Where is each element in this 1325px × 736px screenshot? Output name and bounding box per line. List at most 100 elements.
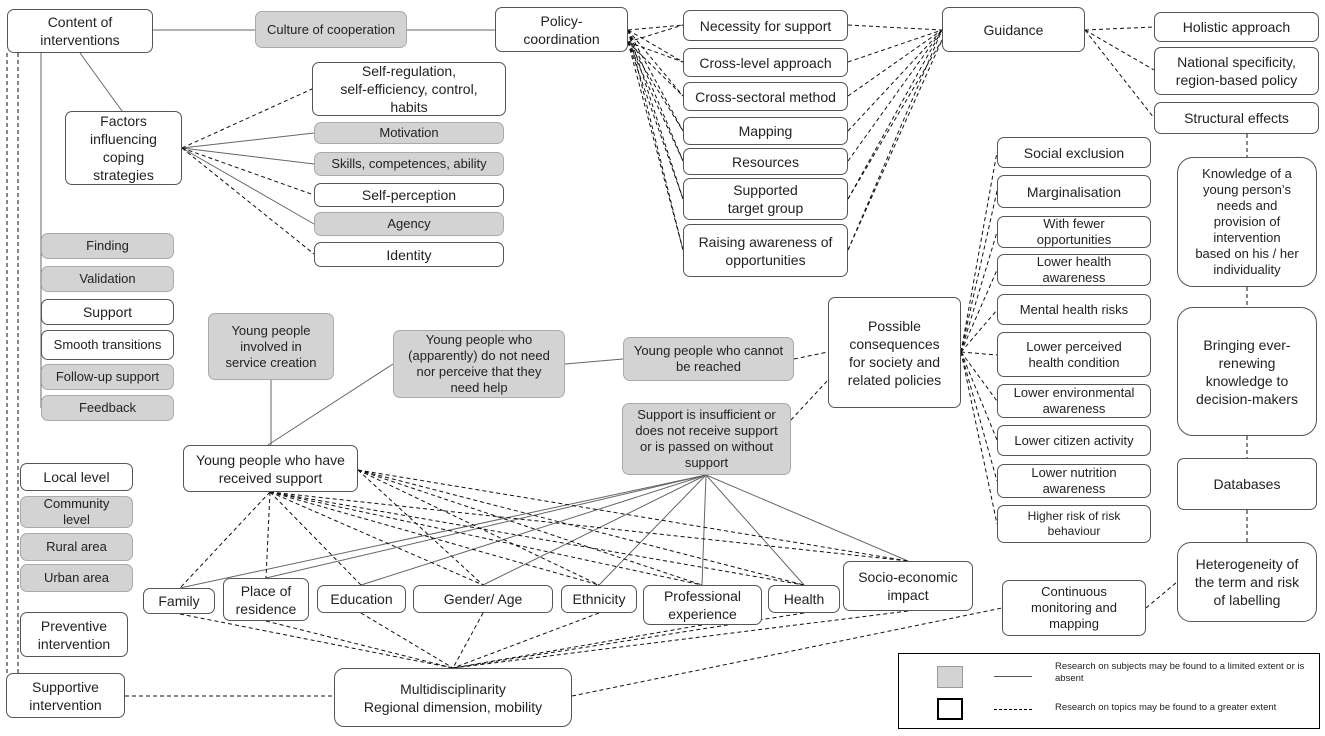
dashed-connector [627,41,684,251]
node-identity: Identity [314,242,504,267]
node-young-people-received: Young people who have received support [183,445,358,492]
node-continuous-monitoring: Continuous monitoring and mapping [1002,580,1146,636]
legend-dashed-text: Research on topics may be found to a gre… [1055,702,1277,713]
solid-connector [265,474,707,579]
node-cross-level-approach: Cross-level approach [683,48,848,77]
dashed-connector [269,491,805,586]
dashed-connector [627,29,684,251]
dashed-connector [627,29,684,97]
dashed-connector [847,24,943,31]
connector-content-factors [79,52,123,112]
dashed-connector [627,41,684,162]
dashed-connector [960,351,998,525]
solid-connector [179,474,707,589]
dashed-connector [847,29,943,63]
dashed-connector [265,620,454,669]
legend-grey-swatch [937,666,963,688]
dashed-connector [357,469,703,586]
dashed-connector [627,24,684,31]
node-higher-risk: Higher risk of risk behaviour [997,505,1151,543]
dashed-connector [627,24,684,43]
node-support-insufficient: Support is insufficient or does not rece… [622,403,791,475]
connector-factors-motivation [181,132,315,149]
connector-received-notneed [267,363,394,446]
connector-factors-skills [181,147,315,165]
dashed-connector [269,491,484,586]
node-lower-environmental: Lower environmental awareness [997,384,1151,418]
node-national-specificity: National specificity, region-based polic… [1154,47,1319,95]
dashed-connector [847,29,943,162]
dashed-connector [960,231,998,353]
node-lower-nutrition: Lower nutrition awareness [997,464,1151,498]
dashed-connector [627,41,684,132]
node-mapping: Mapping [683,117,848,145]
node-cross-sectoral-method: Cross-sectoral method [683,82,848,111]
dashed-connector [627,41,684,97]
node-health: Health [768,585,840,613]
dashed-connector [357,469,484,586]
node-structural-effects: Structural effects [1154,102,1319,134]
node-supportive-intervention: Supportive intervention [6,673,125,718]
dashed-connector [960,351,998,441]
node-socio-economic: Socio-economic impact [843,561,973,611]
solid-connector [360,474,707,586]
node-young-people-involved: Young people involved in service creatio… [208,313,334,380]
dashed-connector [627,41,684,200]
dashed-connector [960,351,998,482]
solid-connector [482,474,707,586]
dashed-connector [265,491,271,579]
node-professional-experience: Professional experience [643,585,762,625]
dashed-connector [357,469,909,562]
dashed-connector [793,351,829,360]
dashed-connector [1084,29,1155,71]
node-marginalisation: Marginalisation [997,175,1151,208]
dashed-connector [960,190,998,353]
node-social-exclusion: Social exclusion [997,137,1151,168]
dashed-connector [181,147,315,196]
node-support: Support [41,299,174,325]
node-agency: Agency [314,212,504,236]
node-lower-citizen-activity: Lower citizen activity [997,425,1151,456]
dashed-connector [847,29,943,132]
node-supported-target-group: Supported target group [683,178,848,220]
dashed-connector [1084,29,1155,119]
legend-dashed-line [994,709,1032,710]
dashed-connector [627,29,684,200]
dashed-connector [847,29,943,200]
legend-white-swatch [937,698,963,720]
node-holistic-approach: Holistic approach [1154,12,1319,42]
dashed-connector [452,612,600,669]
node-mental-health-risks: Mental health risks [997,294,1151,325]
dashed-connector [357,469,600,586]
dashed-connector [627,41,684,63]
node-place-of-residence: Place of residence [223,578,309,621]
dashed-connector [847,39,943,200]
dashed-connector [847,39,943,251]
node-family: Family [143,588,215,614]
dashed-connector [179,491,271,589]
dashed-connector [269,491,362,586]
node-raising-awareness: Raising awareness of opportunities [683,224,848,277]
node-guidance: Guidance [942,7,1085,52]
node-databases: Databases [1177,458,1317,510]
node-bringing-knowledge: Bringing ever- renewing knowledge to dec… [1177,307,1317,436]
node-content-of-interventions: Content of interventions [7,9,153,53]
node-knowledge-young-person: Knowledge of a young person’s needs and … [1177,157,1317,287]
node-finding: Finding [41,233,174,259]
dashed-connector [571,607,1003,697]
dashed-connector [181,147,315,255]
dashed-connector [960,351,998,402]
dashed-connector [627,29,684,132]
node-ethnicity: Ethnicity [561,585,637,613]
node-feedback: Feedback [41,395,174,421]
node-smooth-transitions: Smooth transitions [41,330,174,360]
node-skills: Skills, competences, ability [314,152,504,176]
solid-connector [701,474,707,586]
dashed-connector [960,269,998,353]
legend-solid-text: Research on subjects may be found to a l… [1055,661,1305,684]
dashed-connector [269,491,600,586]
node-young-people-not-need: Young people who (apparently) do not nee… [393,330,565,398]
legend: Research on subjects may be found to a l… [898,653,1320,729]
